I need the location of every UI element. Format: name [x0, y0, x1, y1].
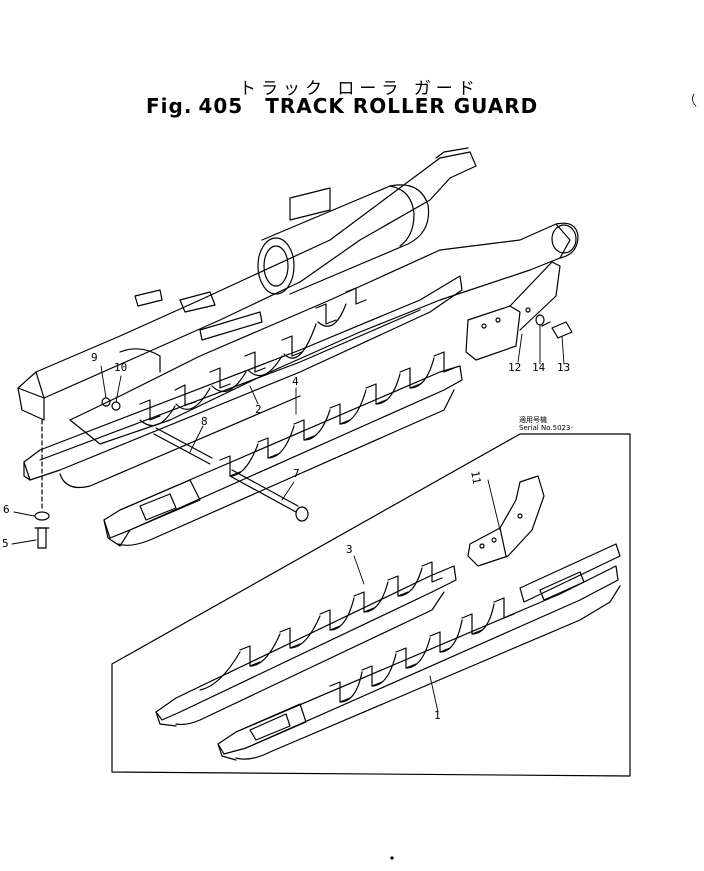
figure-title-japanese: トラック ローラ ガード — [239, 79, 480, 99]
callout-9: 9 — [91, 351, 98, 364]
callout-4: 4 — [292, 375, 299, 388]
callout-7: 7 — [293, 467, 300, 480]
callout-5: 5 — [2, 537, 9, 550]
callout-11: 11 — [468, 469, 484, 486]
guard-upper-brackets — [139, 287, 367, 427]
track-frame — [17, 147, 579, 445]
serial-note-number: Serial No.5023- — [519, 424, 573, 432]
guard-upper-right — [103, 365, 463, 547]
part-3-guard — [155, 561, 457, 727]
scan-dot — [390, 856, 394, 860]
part-1-guard — [217, 543, 621, 761]
callout-13: 13 — [557, 361, 571, 374]
figure-title: Fig.405 TRACK ROLLER GUARD — [146, 94, 538, 118]
bolt-5-washer-6 — [34, 419, 50, 549]
leader-lines — [11, 325, 565, 713]
serial-panel — [111, 433, 631, 777]
guard-upper-left — [23, 275, 463, 489]
bolt-13 — [541, 321, 573, 339]
figure-prefix: Fig. — [146, 94, 193, 118]
recoil-cylinder — [257, 184, 430, 295]
callout-1: 1 — [434, 709, 441, 722]
part-11-front-guard — [467, 475, 545, 567]
figure-name: TRACK ROLLER GUARD — [265, 94, 539, 118]
serial-note: 適用号機 Serial No.5023- — [519, 416, 573, 432]
callout-3: 3 — [346, 543, 353, 556]
figure-number: 405 — [198, 94, 244, 118]
front-guard-piece — [465, 261, 561, 361]
callout-10: 10 — [114, 361, 128, 374]
bolt-7 — [229, 469, 309, 522]
callout-14: 14 — [532, 361, 546, 374]
bolt-8 — [153, 427, 213, 465]
guard-right-brackets — [219, 351, 455, 477]
callout-2: 2 — [255, 403, 262, 416]
callout-8: 8 — [201, 415, 208, 428]
serial-note-jp: 適用号機 — [519, 416, 547, 424]
callout-12: 12 — [508, 361, 522, 374]
callout-6: 6 — [3, 503, 10, 516]
scan-mark — [692, 93, 697, 107]
washer-14 — [535, 314, 545, 326]
